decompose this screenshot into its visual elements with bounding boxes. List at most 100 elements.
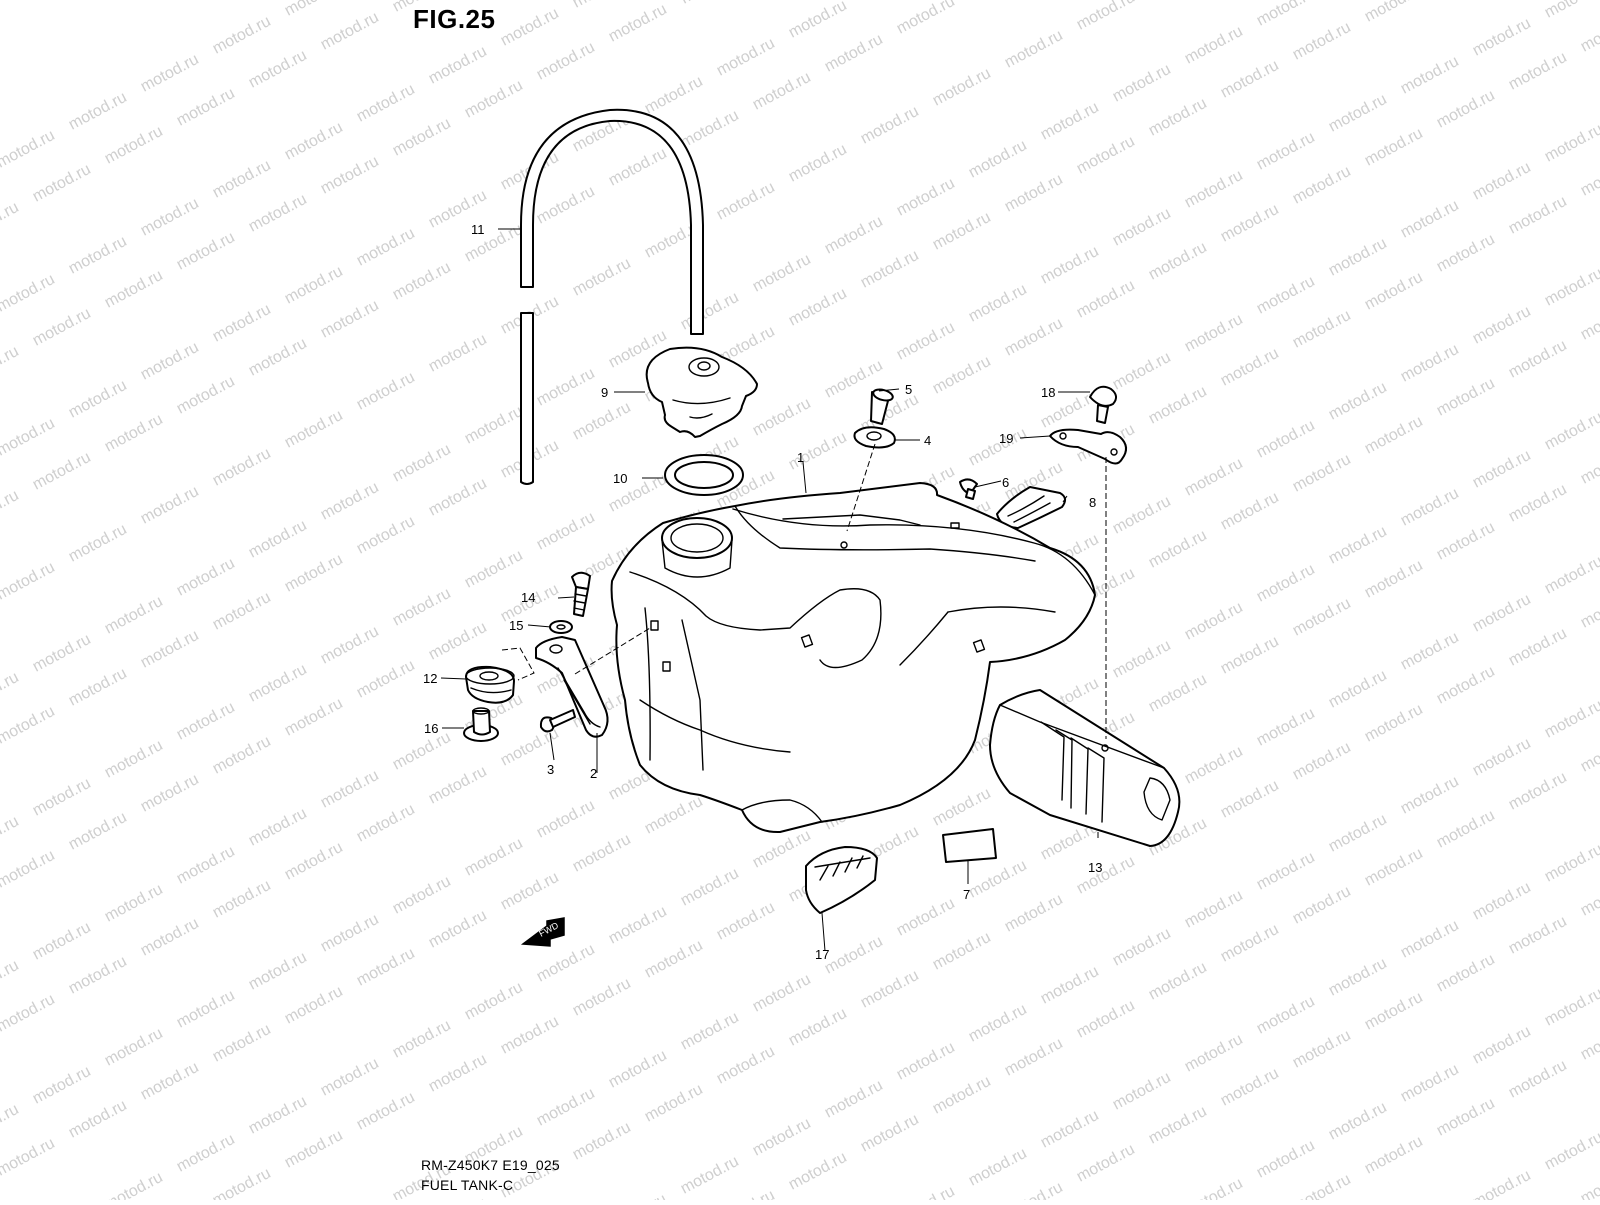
watermark-text: motod.ru	[0, 487, 22, 532]
model-code: RM-Z450K7 E19_025	[421, 1157, 560, 1173]
watermark-text: motod.ru	[1146, 95, 1210, 140]
watermark-text: motod.ru	[1254, 129, 1318, 174]
watermark-text: motod.ru	[1002, 891, 1066, 936]
watermark-text: motod.ru	[678, 1009, 742, 1054]
watermark-text: motod.ru	[534, 1085, 598, 1130]
watermark-text: motod.ru	[1110, 349, 1174, 394]
watermark-text: motod.ru	[426, 475, 490, 520]
watermark-text: motod.ru	[66, 89, 130, 134]
watermark-text: motod.ru	[1506, 337, 1570, 382]
watermark-text: motod.ru	[1326, 955, 1390, 1000]
watermark-text: motod.ru	[570, 0, 634, 12]
watermark-text: motod.ru	[1470, 447, 1534, 492]
watermark-text: motod.ru	[390, 259, 454, 304]
bolt-14	[571, 571, 591, 617]
watermark-text: motod.ru	[1542, 1129, 1600, 1174]
watermark-text: motod.ru	[102, 737, 166, 782]
watermark-text: motod.ru	[282, 695, 346, 740]
watermark-text: motod.ru	[30, 305, 94, 350]
watermark-text: motod.ru	[570, 975, 634, 1020]
watermark-text: motod.ru	[102, 881, 166, 926]
watermark-text: motod.ru	[894, 319, 958, 364]
watermark-text: motod.ru	[1254, 849, 1318, 894]
watermark-text: motod.ru	[1470, 303, 1534, 348]
watermark-text: motod.ru	[0, 127, 58, 172]
callout-7: 7	[963, 887, 970, 902]
watermark-text: motod.ru	[282, 0, 346, 20]
watermark-text: motod.ru	[102, 123, 166, 168]
watermark-text: motod.ru	[1362, 557, 1426, 602]
watermark-text: motod.ru	[318, 153, 382, 198]
watermark-text: motod.ru	[318, 479, 382, 524]
watermark-text: motod.ru	[1182, 455, 1246, 500]
watermark-text: motod.ru	[174, 843, 238, 888]
watermark-text: motod.ru	[0, 703, 58, 748]
watermark-text: motod.ru	[534, 365, 598, 410]
watermark-text: motod.ru	[390, 729, 454, 774]
watermark-text: motod.ru	[0, 669, 22, 714]
watermark-text: motod.ru	[1326, 91, 1390, 136]
watermark-text: motod.ru	[1254, 417, 1318, 462]
plate-19	[1049, 428, 1127, 465]
watermark-text: motod.ru	[1362, 701, 1426, 746]
watermark-text: motod.ru	[1182, 887, 1246, 932]
watermark-text: motod.ru	[678, 865, 742, 910]
callout-12: 12	[423, 671, 437, 686]
watermark-text: motod.ru	[1074, 1141, 1138, 1186]
callout-8: 8	[1089, 495, 1096, 510]
watermark-text: motod.ru	[1578, 731, 1600, 776]
watermark-text: motod.ru	[354, 657, 418, 702]
watermark-text: motod.ru	[0, 991, 58, 1036]
watermark-text: motod.ru	[930, 1073, 994, 1118]
watermark-text: motod.ru	[750, 69, 814, 114]
watermark-text: motod.ru	[1362, 125, 1426, 170]
watermark-text: motod.ru	[246, 805, 310, 850]
watermark-text: motod.ru	[30, 919, 94, 964]
watermark-text: motod.ru	[174, 1131, 238, 1176]
watermark-text: motod.ru	[210, 301, 274, 346]
watermark-text: motod.ru	[1254, 705, 1318, 750]
watermark-text: motod.ru	[1362, 413, 1426, 458]
watermark-text: motod.ru	[426, 331, 490, 376]
watermark-text: motod.ru	[750, 251, 814, 296]
watermark-text: motod.ru	[282, 407, 346, 452]
watermark-text: motod.ru	[354, 1089, 418, 1134]
watermark-text: motod.ru	[858, 247, 922, 292]
watermark-text: motod.ru	[390, 1017, 454, 1062]
watermark-text: motod.ru	[966, 425, 1030, 470]
watermark-text: motod.ru	[1218, 777, 1282, 822]
watermark-text: motod.ru	[858, 0, 922, 4]
watermark-text: motod.ru	[894, 0, 958, 38]
watermark-text: motod.ru	[966, 281, 1030, 326]
watermark-text: motod.ru	[0, 1101, 22, 1146]
watermark-text: motod.ru	[102, 267, 166, 312]
watermark-text: motod.ru	[282, 983, 346, 1028]
watermark-text: motod.ru	[1254, 993, 1318, 1038]
callout-3: 3	[547, 762, 554, 777]
watermark-text: motod.ru	[1038, 963, 1102, 1008]
watermark-text: motod.ru	[1434, 951, 1498, 996]
watermark-text: motod.ru	[1398, 197, 1462, 242]
watermark-text: motod.ru	[894, 175, 958, 220]
watermark-text: motod.ru	[462, 403, 526, 448]
callout-17: 17	[815, 947, 829, 962]
watermark-text: motod.ru	[138, 483, 202, 528]
watermark-text: motod.ru	[822, 933, 886, 978]
watermark-text: motod.ru	[1218, 489, 1282, 534]
watermark-text: motod.ru	[0, 343, 22, 388]
watermark-text: motod.ru	[426, 1051, 490, 1096]
watermark-text: motod.ru	[1506, 913, 1570, 958]
watermark-text: motod.ru	[498, 1013, 562, 1058]
watermark-text: motod.ru	[750, 827, 814, 872]
watermark-text: motod.ru	[894, 1039, 958, 1084]
side-cover	[989, 689, 1181, 847]
watermark-text: motod.ru	[1470, 879, 1534, 924]
watermark-text: motod.ru	[1470, 1023, 1534, 1068]
watermark-text: motod.ru	[1182, 167, 1246, 212]
watermark-text: motod.ru	[318, 1055, 382, 1100]
watermark-text: motod.ru	[714, 1187, 778, 1200]
watermark-text: motod.ru	[426, 43, 490, 88]
bolt-18	[1089, 385, 1117, 424]
watermark-text: motod.ru	[174, 373, 238, 418]
watermark-text: motod.ru	[642, 793, 706, 838]
